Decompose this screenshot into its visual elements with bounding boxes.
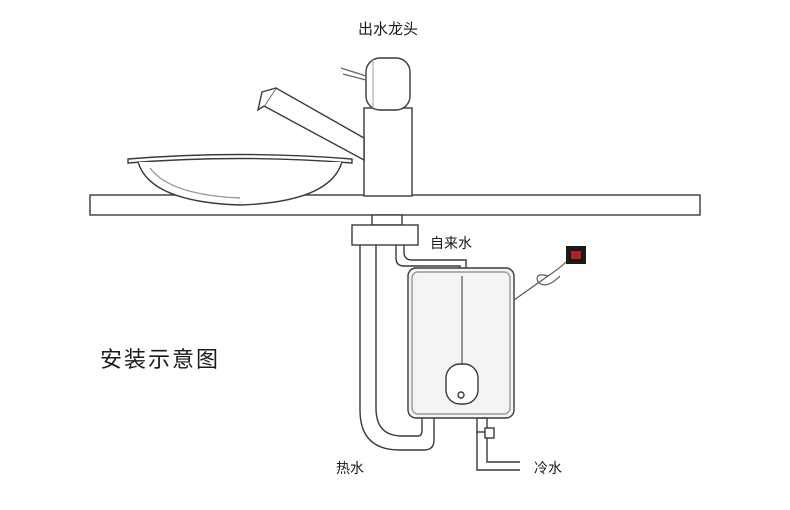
tap-water-pipe [395,245,467,272]
tap-water-label: 自来水 [430,236,472,252]
water-heater [407,267,515,419]
diagram-title: 安装示意图 [100,348,221,373]
cold-water-label: 冷水 [534,461,562,477]
countertop [89,194,701,216]
faucet [256,57,413,197]
valve-connector [351,214,419,246]
faucet-label: 出水龙头 [358,20,419,38]
power-cord [513,261,567,301]
cold-water-pipe [476,417,520,471]
sink-basin [127,153,353,206]
hot-water-label: 热水 [336,461,364,477]
power-socket [566,246,586,264]
